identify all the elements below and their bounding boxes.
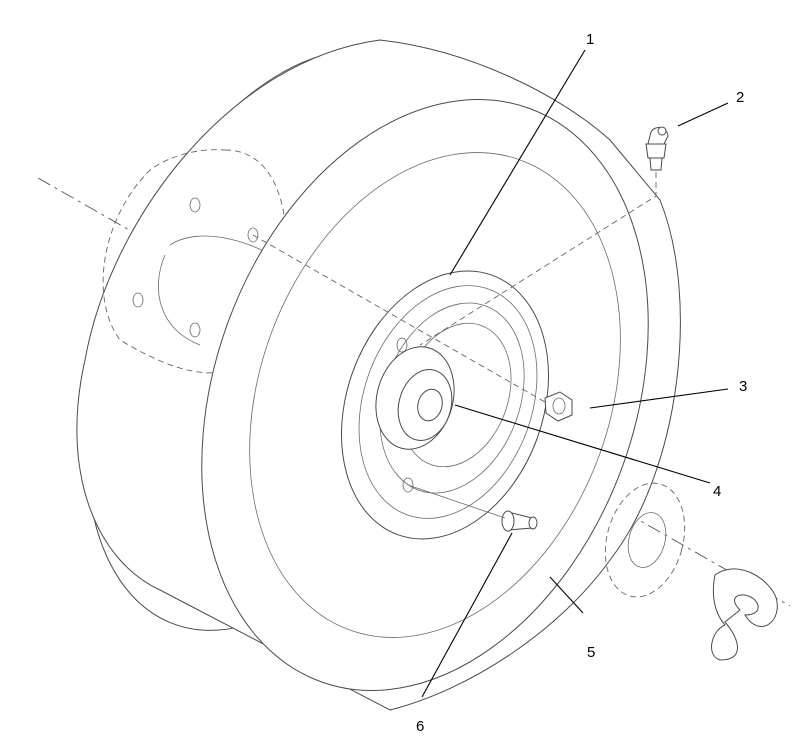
callout-6-leader [421, 532, 513, 698]
callout-2-leader [677, 102, 729, 127]
callout-2: 2 [736, 89, 744, 106]
callout-4: 4 [713, 483, 721, 500]
callout-6: 6 [416, 718, 424, 735]
valve-stem-axis [407, 484, 506, 519]
grease-fitting-path [419, 172, 657, 346]
callout-1: 1 [586, 31, 594, 48]
lug-nut [544, 391, 573, 422]
callout-5: 5 [587, 644, 595, 661]
washer [604, 482, 686, 598]
callout-3: 3 [739, 378, 747, 395]
lug-nut-axis [252, 234, 546, 403]
valve-stem [501, 510, 538, 532]
callout-1-leader [449, 49, 586, 276]
callout-5-leader [549, 576, 584, 614]
grease-fitting [645, 126, 669, 171]
callout-4-leader [454, 404, 711, 484]
callout-3-leader [589, 388, 729, 409]
retaining-clip [711, 568, 778, 661]
bearing [375, 346, 455, 450]
